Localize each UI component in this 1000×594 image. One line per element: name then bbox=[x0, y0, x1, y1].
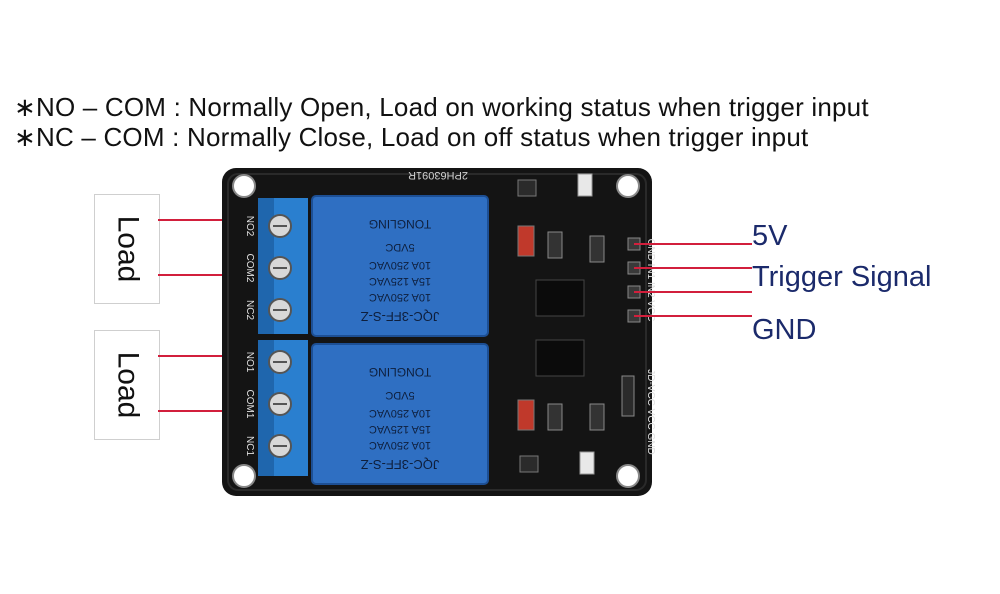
relay-bottom-rating2: 15A 125VAC bbox=[369, 423, 431, 435]
relay-bottom-brand: TONGLING bbox=[369, 365, 431, 379]
load-box-bottom: Load bbox=[94, 330, 160, 440]
jumper bbox=[621, 375, 635, 417]
pcb-code: 2PH63091R bbox=[408, 169, 468, 181]
relay-bottom: JQC-3FF-S-Z 10A 250VAC 15A 125VAC 10A 25… bbox=[311, 343, 489, 485]
terminal-label-no1: NO1 bbox=[244, 352, 255, 373]
relay-bottom-model: JQC-3FF-S-Z bbox=[361, 457, 440, 472]
relay-top-rating3: 10A 250VAC bbox=[369, 259, 431, 271]
pin-label-gnd: GND bbox=[752, 314, 817, 346]
relay-top-model: JQC-3FF-S-Z bbox=[361, 309, 440, 324]
relay-bottom-rating1: 10A 250VAC bbox=[369, 439, 431, 451]
terminal-block-top bbox=[258, 198, 308, 334]
terminal-label-com1: COM1 bbox=[244, 390, 255, 419]
pin-label-trigger-signal: Trigger Signal bbox=[752, 261, 932, 293]
relay-top-brand: TONGLING bbox=[369, 217, 431, 231]
optocoupler-2 bbox=[535, 339, 585, 377]
relay-bottom-coil: 5VDC bbox=[385, 389, 414, 401]
header-pins bbox=[627, 237, 641, 323]
terminal-label-com2: COM2 bbox=[244, 254, 255, 283]
note-normally-open: ∗NO – COM : Normally Open, Load on worki… bbox=[14, 92, 869, 122]
terminal-block-bottom bbox=[258, 340, 308, 476]
relay-top-rating1: 10A 250VAC bbox=[369, 291, 431, 303]
relay-bottom-rating3: 10A 250VAC bbox=[369, 407, 431, 419]
mounting-holes bbox=[232, 174, 640, 488]
load-box-top: Load bbox=[94, 194, 160, 304]
note-normally-close: ∗NC – COM : Normally Close, Load on off … bbox=[14, 122, 809, 152]
relay-top: JQC-3FF-S-Z 10A 250VAC 15A 125VAC 10A 25… bbox=[311, 195, 489, 337]
relay-top-coil: 5VDC bbox=[385, 241, 414, 253]
terminal-labels: NO2 COM2 NC2 NO1 COM1 NC1 bbox=[244, 216, 255, 457]
terminal-label-nc1: NC1 bbox=[244, 436, 255, 456]
pin-label-5v: 5V bbox=[752, 220, 788, 252]
pin-wires bbox=[634, 243, 752, 317]
jumper-label: JD-VCC VCC GND bbox=[645, 369, 656, 455]
optocoupler-1 bbox=[535, 279, 585, 317]
terminal-label-no2: NO2 bbox=[244, 216, 255, 237]
header-label: GND IN1 IN2 VCC bbox=[645, 239, 656, 322]
smd-components bbox=[517, 173, 605, 475]
terminal-label-nc2: NC2 bbox=[244, 300, 255, 320]
relay-top-rating2: 15A 125VAC bbox=[369, 275, 431, 287]
